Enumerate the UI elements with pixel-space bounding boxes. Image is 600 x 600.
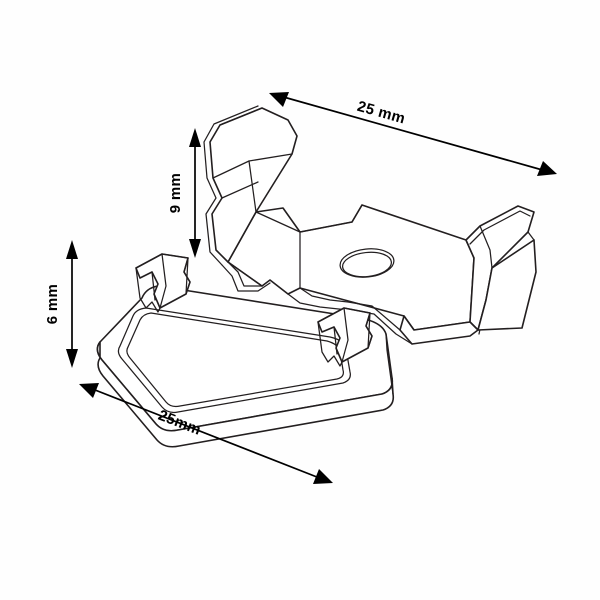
base-groove-inner xyxy=(126,312,344,408)
dim-line-length-base xyxy=(89,387,323,480)
clip-right-wing-fold xyxy=(479,225,493,269)
base-right-tab-notch xyxy=(341,307,349,363)
base-plate-right-edge xyxy=(385,333,394,395)
base-right-tab-right-face xyxy=(367,312,371,349)
clip-right-wing-thickness xyxy=(469,210,531,245)
dim-arrow-bottom-height-clip xyxy=(189,239,201,258)
base-left-tab-front-crease xyxy=(135,267,161,313)
clip-front-skirt-line xyxy=(299,287,401,331)
dimension-height-clip: 9 mm xyxy=(167,128,201,258)
part-spring-clip xyxy=(203,105,537,345)
clip-left-lower-return-2 xyxy=(221,264,271,292)
dim-arrow-start-length-base xyxy=(79,383,99,398)
base-right-tab-front-crease xyxy=(317,321,343,367)
dim-arrow-top-height-base xyxy=(66,240,78,259)
base-plate-front-edge xyxy=(96,341,395,448)
clip-rib-fold-left-inner xyxy=(227,261,263,287)
dim-arrow-bottom-height-base xyxy=(66,349,78,368)
dim-label-height-clip: 9 mm xyxy=(167,173,184,213)
clip-left-wing-thickness xyxy=(203,105,259,266)
dim-arrow-start-length-top xyxy=(269,92,289,107)
base-right-tab-top-face xyxy=(317,307,373,349)
base-right-tab-notch-2 xyxy=(333,326,338,355)
dimension-height-base: 6 mm xyxy=(44,240,78,368)
clip-right-panel-crease xyxy=(527,231,535,241)
clip-rib-edge xyxy=(299,221,353,233)
dim-arrow-end-length-top xyxy=(537,161,557,176)
part-base-plate xyxy=(96,253,395,448)
base-left-tab-right-face xyxy=(185,257,189,295)
clip-front-skirt xyxy=(399,315,479,345)
dim-label-height-base: 6 mm xyxy=(44,284,61,324)
clip-center-rib xyxy=(351,204,363,223)
base-left-tab-top-face xyxy=(135,253,191,295)
dim-arrow-end-length-base xyxy=(313,469,333,484)
clip-hole-inner xyxy=(341,251,393,278)
clip-left-wing-fold-a xyxy=(219,107,263,126)
base-left-tab-notch-2 xyxy=(151,271,156,301)
dim-line-length-top xyxy=(279,95,547,172)
base-left-tab-notch xyxy=(159,253,167,309)
clip-left-wing-crease xyxy=(248,160,257,213)
dim-arrow-top-height-clip xyxy=(189,128,201,147)
clip-left-lower-return xyxy=(227,261,263,287)
